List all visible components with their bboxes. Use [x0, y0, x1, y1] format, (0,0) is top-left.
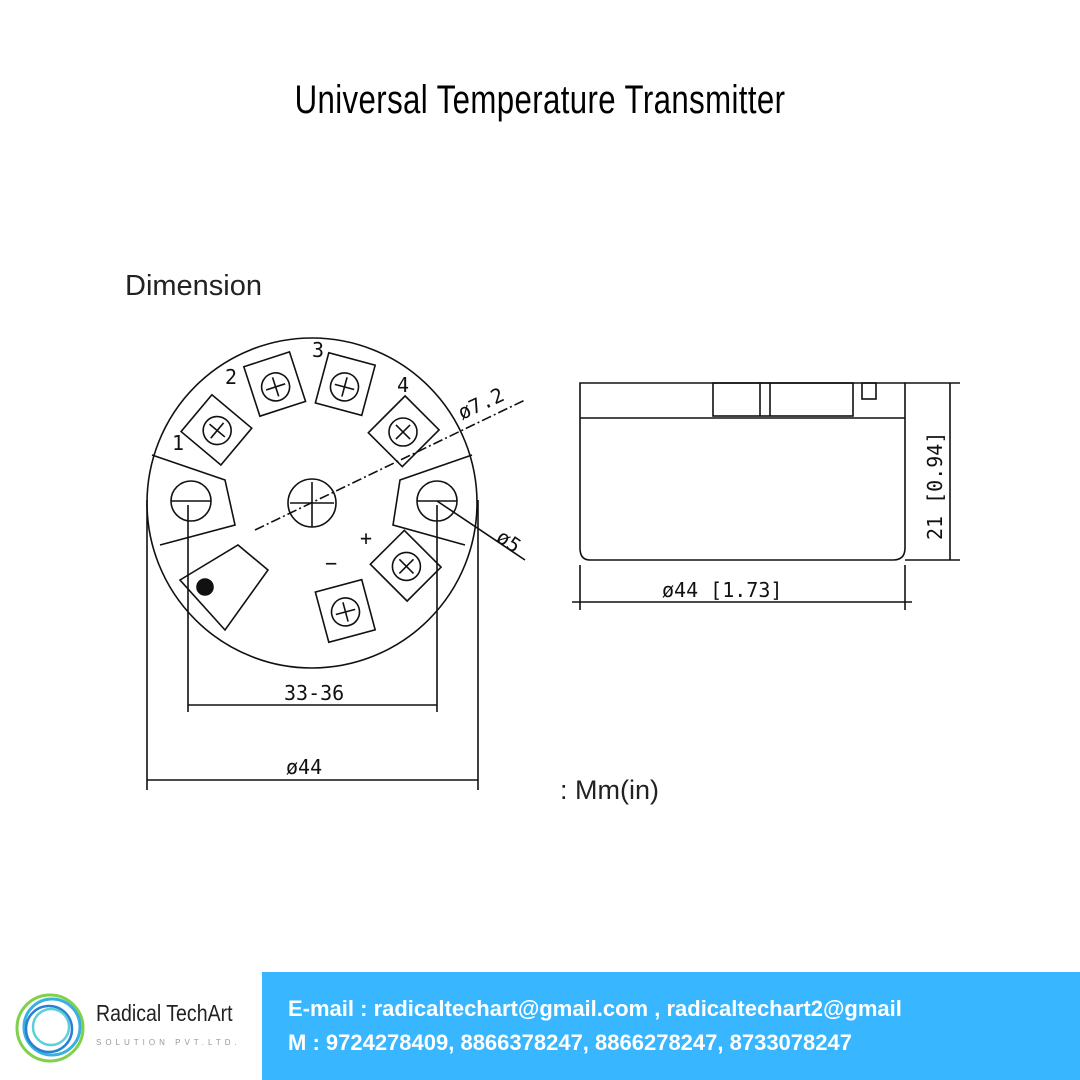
terminal-label-2: 2	[225, 365, 237, 389]
units-label: : Mm(in)	[560, 775, 659, 805]
contact-phones: M : 9724278409, 8866378247, 8866278247, …	[288, 1030, 852, 1055]
terminal-blocks	[178, 350, 443, 644]
logo-name: Radical TechArt	[96, 1000, 233, 1026]
polarity-plus: +	[360, 526, 372, 550]
company-logo: Radical TechArt SOLUTION PVT.LTD.	[14, 992, 254, 1064]
dim-diameter: ø44	[286, 755, 322, 779]
dim-mount-hole: ø5	[492, 524, 526, 557]
dimension-lines	[146, 500, 479, 790]
dim-hole-spacing: 33-36	[284, 681, 344, 705]
terminal-label-1: 1	[172, 431, 184, 455]
contact-email: E-mail : radicaltechart@gmail.com , radi…	[288, 996, 902, 1021]
logo-subtitle: SOLUTION PVT.LTD.	[96, 1038, 241, 1047]
page-title: Universal Temperature Transmitter	[294, 78, 786, 122]
polarity-minus: −	[325, 551, 337, 575]
side-diameter: ø44 [1.73]	[662, 578, 782, 602]
side-view	[572, 382, 960, 610]
side-height: 21 [0.94]	[923, 432, 947, 540]
contact-footer: E-mail : radicaltechart@gmail.com , radi…	[262, 972, 1080, 1080]
top-view	[146, 337, 526, 669]
rings-logo-icon	[15, 993, 85, 1063]
dim-center-hole: ø7.2	[454, 382, 508, 424]
section-label: Dimension	[125, 270, 262, 302]
terminal-label-3: 3	[312, 338, 324, 362]
terminal-label-4: 4	[397, 373, 409, 397]
